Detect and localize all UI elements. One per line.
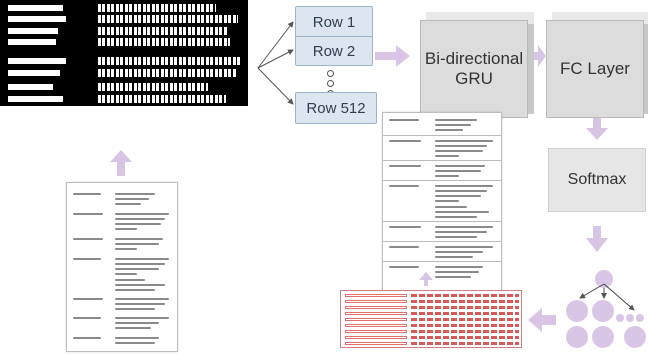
ellipsis-dot-2 <box>327 80 334 87</box>
arrow-rows-to-gru <box>375 45 410 67</box>
output-ellipsis-dot-1 <box>616 314 624 322</box>
gru-label-line2: GRU <box>455 69 493 88</box>
output-node-3 <box>566 326 588 348</box>
fan-out-arrows <box>257 21 294 105</box>
row-512-label: Row 512 <box>306 99 366 117</box>
row-1-label: Row 1 <box>312 13 356 31</box>
gru-box-side <box>524 22 534 114</box>
arrow-gru-to-fc <box>534 45 546 67</box>
row-2-label: Row 2 <box>312 42 356 60</box>
arrow-document-to-image <box>110 150 132 176</box>
gru-label-line1: Bi-directional <box>424 49 524 69</box>
ellipsis-dot-1 <box>327 70 334 77</box>
output-node-top <box>595 270 613 288</box>
softmax-box: Softmax <box>548 148 646 212</box>
annotated-rows-image <box>340 290 522 348</box>
row-512-box: Row 512 <box>295 92 377 124</box>
row-2-box: Row 2 <box>295 36 373 66</box>
output-ellipsis-dot-3 <box>636 314 644 322</box>
output-node-1 <box>566 300 588 322</box>
binarized-table-image <box>0 0 248 106</box>
output-ellipsis-dot-2 <box>626 314 634 322</box>
output-tree-lines <box>579 283 635 311</box>
fc-layer-box: FC Layer <box>546 20 644 118</box>
fc-layer-label: FC Layer <box>560 59 630 79</box>
softmax-label: Softmax <box>567 171 627 188</box>
fc-box-side <box>640 22 648 114</box>
scanned-document-input <box>66 182 178 352</box>
output-node-2 <box>592 300 614 322</box>
gru-box: Bi-directional GRU <box>420 20 528 118</box>
arrow-annotated-to-document <box>419 272 433 286</box>
output-node-5 <box>624 326 646 348</box>
scanned-document-output <box>382 112 502 296</box>
row-1-box: Row 1 <box>295 6 373 38</box>
output-node-4 <box>592 326 614 348</box>
arrow-nodes-to-annotated <box>528 308 556 332</box>
arrow-fc-to-softmax <box>586 118 608 140</box>
arrow-softmax-to-nodes <box>586 226 608 252</box>
